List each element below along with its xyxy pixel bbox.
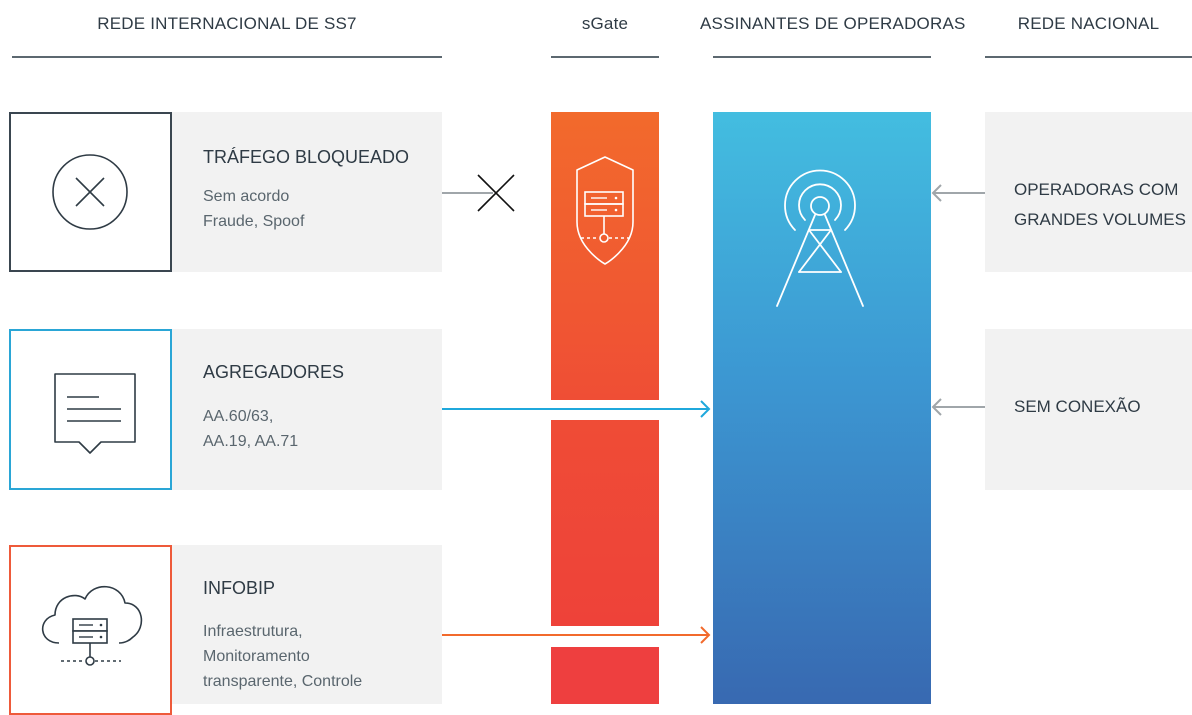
no-connection-arrow — [931, 398, 985, 416]
subscribers-column — [713, 112, 931, 704]
no-connection-card — [985, 329, 1192, 490]
blocked-traffic-card — [172, 112, 442, 272]
large-operators-card — [985, 112, 1192, 272]
infobip-details: Infraestrutura, Monitoramento transparen… — [203, 623, 363, 690]
no-connection-label: SEM CONEXÃO — [1014, 397, 1141, 416]
header-national-underline — [985, 56, 1192, 58]
blocked-traffic-details: Sem acordo Fraude, Spoof — [203, 188, 305, 230]
shield-server-icon — [576, 156, 634, 265]
sgate-segment-bottom — [551, 647, 659, 704]
aggregators-icon-box — [9, 329, 172, 490]
antenna-tower-icon — [776, 169, 864, 307]
sgate-segment-top — [551, 112, 659, 400]
header-international: REDE INTERNACIONAL DE SS7 — [97, 14, 357, 33]
aggregators-title: AGREGADORES — [203, 362, 345, 382]
infobip-title: INFOBIP — [203, 578, 276, 598]
aggregators-card — [172, 329, 442, 490]
infobip-card — [172, 545, 442, 704]
infobip-arrow — [442, 626, 711, 644]
aggregators-arrow — [442, 400, 711, 418]
blocked-traffic-title: TRÁFEGO BLOQUEADO — [203, 147, 410, 167]
large-operators-label: OPERADORAS COM GRANDES VOLUMES — [1014, 180, 1186, 229]
header-national: REDE NACIONAL — [1017, 14, 1160, 33]
header-subscribers-underline — [713, 56, 931, 58]
header-sgate: sGate — [581, 14, 629, 33]
x-circle-icon — [52, 154, 128, 230]
header-sgate-underline — [551, 56, 659, 58]
header-international-underline — [12, 56, 442, 58]
infobip-icon-box — [9, 545, 172, 715]
blocked-connector — [442, 174, 515, 212]
aggregators-details: AA.60/63, AA.19, AA.71 — [203, 408, 299, 450]
header-subscribers: ASSINANTES DE OPERADORAS — [700, 14, 966, 33]
sgate-segment-middle — [551, 420, 659, 626]
large-operators-arrow — [931, 184, 985, 202]
blocked-traffic-icon-box — [9, 112, 172, 272]
message-icon — [54, 373, 136, 454]
cloud-server-icon — [41, 585, 143, 666]
